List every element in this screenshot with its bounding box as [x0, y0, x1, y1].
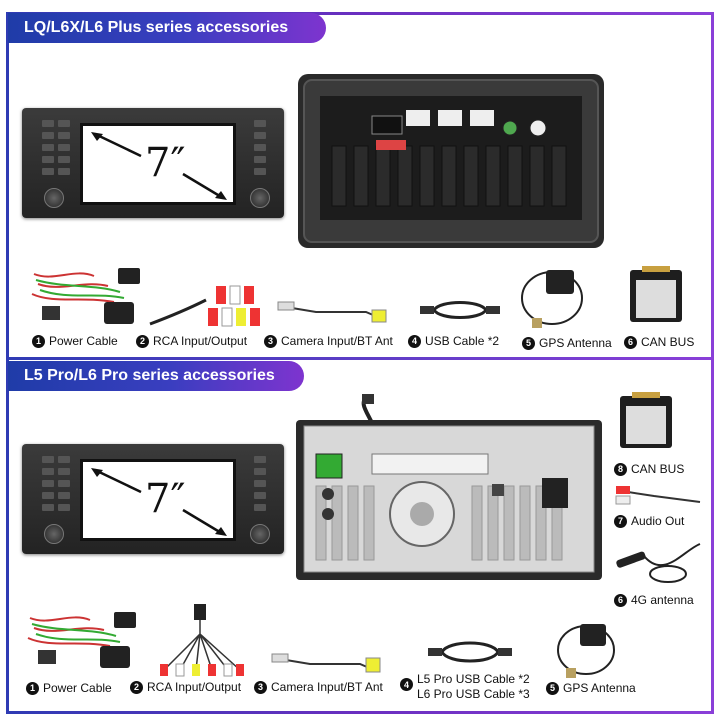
size-arrows-icon: [91, 132, 227, 200]
head-unit-screen: 7″: [80, 459, 236, 541]
rca-cable-icon: [160, 604, 244, 677]
power-cable-icon: [31, 268, 140, 324]
camera-cable-icon: [277, 301, 387, 323]
rca-cable-icon: [149, 285, 260, 327]
head-unit-screen: 7″: [80, 123, 236, 205]
usb-cable-icon: [428, 641, 512, 663]
tune-knob: [250, 188, 270, 208]
canbus-box-icon: [620, 392, 672, 448]
volume-knob: [44, 524, 64, 544]
audio-out-cable-icon: [615, 486, 701, 505]
volume-knob: [44, 188, 64, 208]
section-title-bottom: L5 Pro/L6 Pro series accessories: [8, 361, 304, 391]
gps-antenna-icon: [521, 270, 583, 328]
gps-antenna-icon: [557, 624, 615, 678]
head-unit-front-bottom: 7″: [22, 444, 284, 554]
size-arrows-icon: [91, 468, 227, 536]
4g-antenna-icon: [616, 543, 701, 583]
tune-knob: [250, 524, 270, 544]
head-unit-back-bottom: [296, 394, 602, 580]
head-unit-front-top: 7″: [22, 108, 284, 218]
head-unit-back-top: [298, 74, 604, 248]
section-title-top: LQ/L6X/L6 Plus series accessories: [8, 13, 326, 43]
camera-cable-icon: [271, 653, 381, 673]
bottom-item-4: 4 L5 Pro USB Cable *2 L6 Pro USB Cable *…: [400, 672, 530, 702]
usb-cable-icon: [420, 301, 500, 319]
section-divider: [8, 357, 712, 360]
screen-size-label: 7″: [145, 476, 186, 522]
power-cable-icon: [27, 612, 136, 668]
canbus-box-icon: [630, 266, 682, 322]
screen-size-label: 7″: [145, 140, 186, 186]
